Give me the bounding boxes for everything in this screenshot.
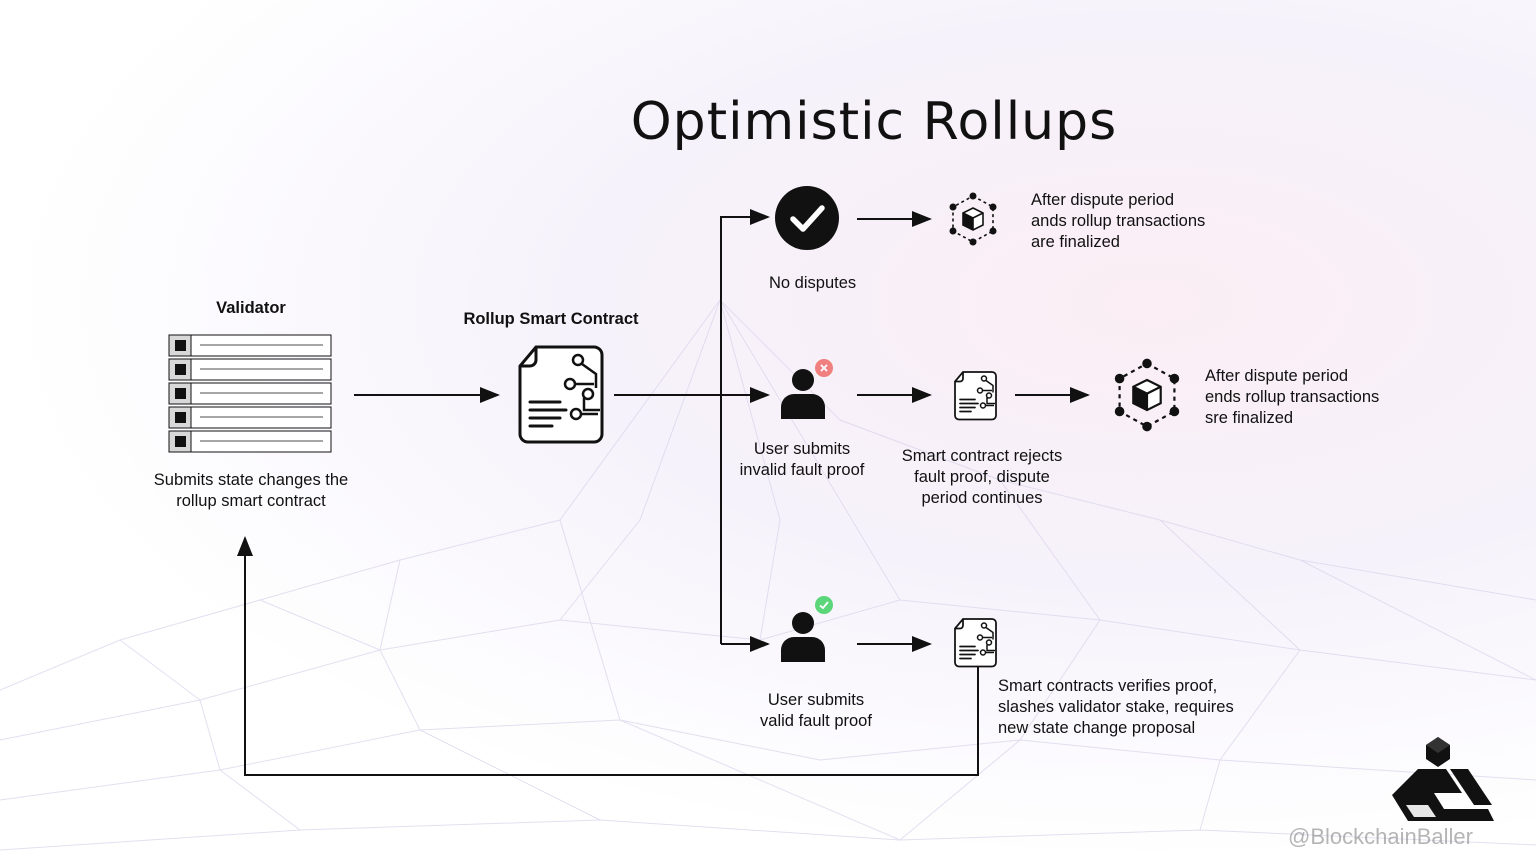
no-disputes-result: After dispute period ands rollup transac… [1031,191,1206,251]
smart-contract-document-icon [954,618,997,668]
no-disputes-label: No disputes [769,274,857,292]
reject-label: Smart contract rejects fault proof, disp… [901,447,1063,507]
smart-contract-document-icon [954,371,997,421]
validator-heading: Validator [216,299,286,317]
valid-proof-label: User submits valid fault proof [760,691,872,730]
page-title: Optimistic Rollups [630,92,1118,152]
smart-contract-document-icon [518,345,604,444]
branch-up-to-no-disputes [720,209,770,644]
validator-caption: Submits state changes the rollup smart c… [153,471,349,510]
blockchain-network-icon [949,192,997,246]
reject-badge-icon [815,359,833,377]
user-icon [781,612,825,662]
loop-back-to-validator [237,536,979,776]
user-icon [781,369,825,419]
contract-heading: Rollup Smart Contract [463,310,639,328]
watermark-text: @BlockchainBaller [1288,824,1473,849]
invalid-result: After dispute period ends rollup transac… [1205,367,1380,427]
blockchain-network-icon [1114,358,1180,432]
invalid-proof-label: User submits invalid fault proof [739,440,865,479]
accept-badge-icon [815,596,833,614]
check-circle-icon [775,186,839,250]
verify-label: Smart contracts verifies proof, slashes … [998,677,1234,737]
brand-logo-icon [1392,737,1494,821]
server-stack-icon [168,334,332,453]
